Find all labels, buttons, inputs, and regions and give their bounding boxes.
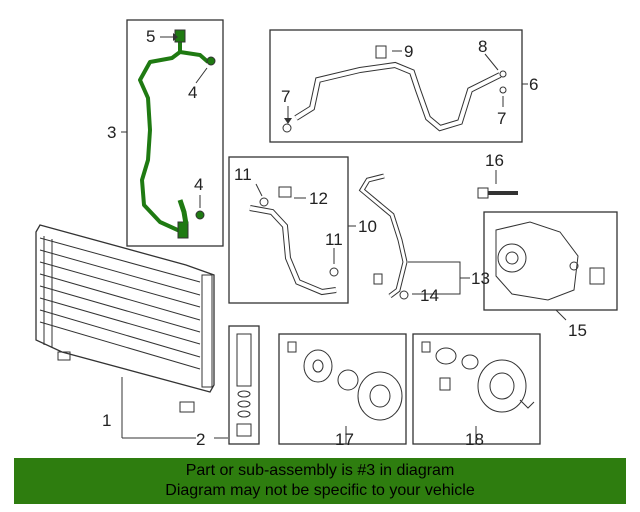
callout-13: 13: [471, 269, 490, 288]
info-banner: Part or sub-assembly is #3 in diagram Di…: [14, 458, 626, 504]
callout-8: 8: [478, 37, 487, 56]
callout-3: 3: [107, 123, 116, 142]
suction-hose-assembly[interactable]: [228, 156, 349, 304]
banner-line-1: Part or sub-assembly is #3 in diagram: [185, 462, 455, 479]
callout-6: 6: [529, 75, 538, 94]
receiver-drier-kit[interactable]: [228, 325, 260, 445]
bolt-16[interactable]: [477, 187, 518, 199]
clutch-assembly[interactable]: [278, 333, 407, 445]
callout-2: 2: [196, 430, 205, 449]
liquid-line-assembly[interactable]: [269, 29, 523, 143]
callout-4a: 4: [188, 83, 197, 102]
callout-12: 12: [309, 189, 328, 208]
callout-7a: 7: [281, 87, 290, 106]
callout-4b: 4: [194, 175, 203, 194]
part-3-group[interactable]: [126, 19, 224, 247]
discharge-line[interactable]: [358, 173, 409, 300]
callout-18: 18: [465, 430, 484, 449]
callout-16: 16: [485, 151, 504, 170]
banner-line-2: Diagram may not be specific to your vehi…: [165, 482, 475, 499]
callout-17: 17: [335, 430, 354, 449]
callout-9: 9: [404, 42, 413, 61]
callout-15: 15: [568, 321, 587, 340]
hose-3[interactable]: [138, 40, 183, 234]
callout-14: 14: [420, 286, 439, 305]
callout-11b: 11: [325, 230, 343, 249]
callout-7b: 7: [497, 109, 506, 128]
callout-11a: 11: [234, 165, 252, 184]
compressor[interactable]: [483, 211, 618, 311]
callout-10: 10: [358, 217, 377, 236]
callout-5: 5: [146, 27, 155, 46]
callout-1: 1: [102, 411, 111, 430]
condenser[interactable]: [35, 224, 215, 413]
parts-diagram: 1 2 3 4 4 5 6 7 7 8 9 10 11 11 12 13 14 …: [35, 19, 618, 449]
